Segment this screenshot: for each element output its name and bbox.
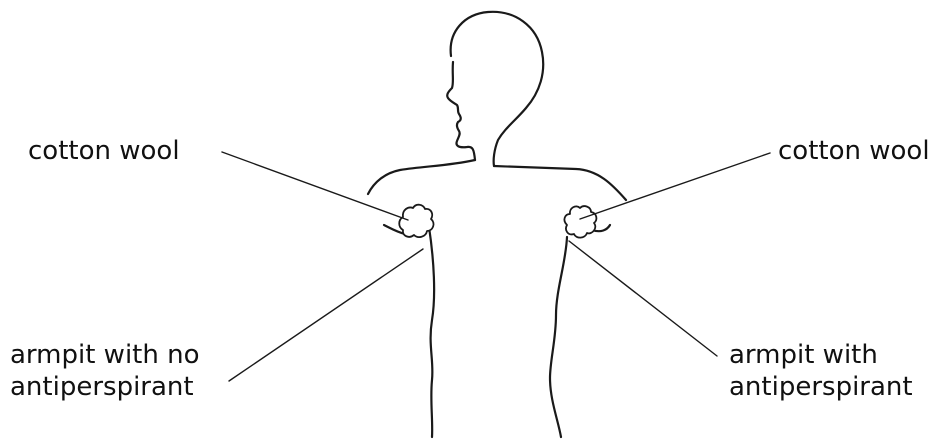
label-cotton-wool-right: cotton wool	[778, 136, 930, 166]
right-torso-outline	[548, 235, 569, 439]
cotton-wool-pad-right	[563, 205, 598, 239]
head-outline	[446, 10, 545, 168]
label-armpit-with-antiperspirant-line2: antiperspirant	[729, 372, 913, 402]
leader-cotton-wool-right	[579, 152, 771, 220]
leader-armpit-no-antiperspirant	[228, 248, 424, 382]
cotton-wool-pad-left	[398, 203, 435, 238]
right-shoulder-outline	[492, 164, 628, 202]
label-armpit-no-antiperspirant-line1: armpit with no	[10, 340, 200, 370]
label-cotton-wool-left: cotton wool	[28, 136, 180, 166]
left-torso-outline	[427, 225, 436, 439]
leader-cotton-wool-left	[221, 151, 409, 221]
left-shoulder-outline	[366, 158, 477, 196]
label-armpit-with-antiperspirant-line1: armpit with	[729, 340, 878, 370]
label-armpit-no-antiperspirant-line2: antiperspirant	[10, 372, 194, 402]
leader-armpit-with-antiperspirant	[568, 240, 718, 357]
